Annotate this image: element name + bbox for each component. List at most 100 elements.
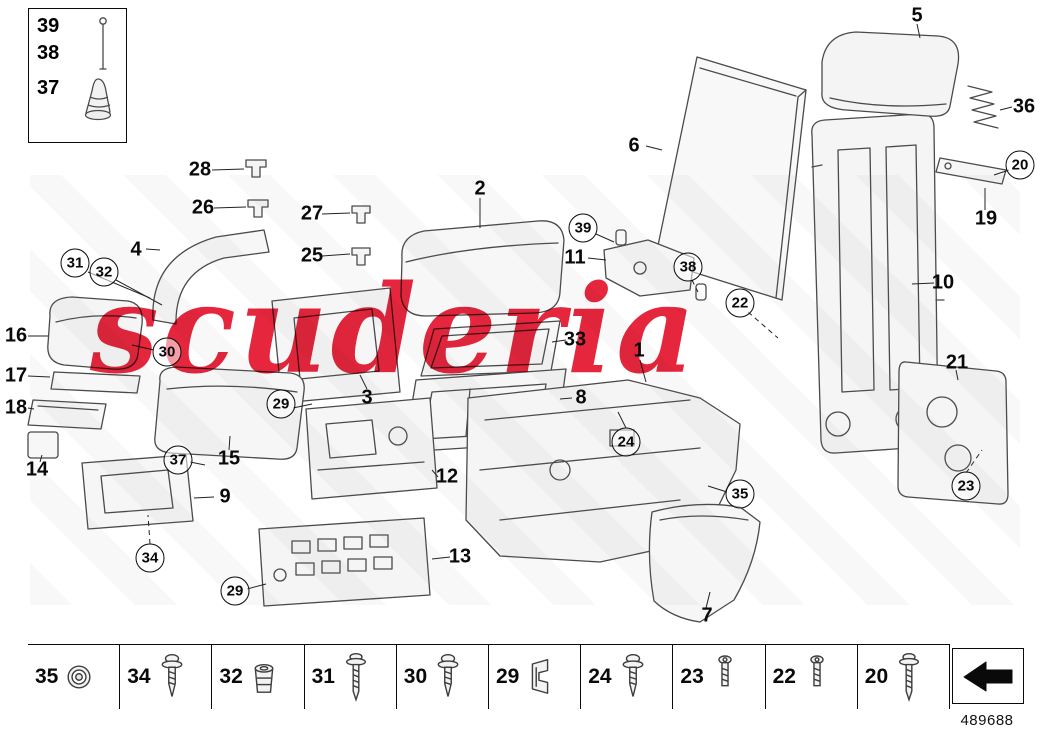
part-16-pad-drawing: [47, 296, 143, 370]
callout-8: 8: [575, 386, 587, 409]
fastener-label: 35: [35, 665, 59, 688]
callout-33: 33: [563, 328, 587, 351]
fastener-cell-24: 24: [581, 645, 674, 709]
callout-36: 36: [1012, 95, 1036, 118]
callout-5: 5: [911, 4, 923, 27]
fastener-cell-20: 20: [857, 645, 950, 709]
circled-callout-29: 29: [266, 389, 296, 419]
fastener-label: 29: [495, 665, 520, 688]
fastener-cell-29: 29: [488, 645, 582, 709]
circled-callout-32: 32: [89, 257, 119, 287]
callout-3: 3: [361, 386, 373, 409]
part-13-switch-panel-drawing: [258, 517, 431, 607]
circled-callout-24: 24: [611, 427, 641, 457]
fastener-label: 34: [127, 665, 151, 688]
callout-9: 9: [219, 485, 231, 508]
legend-box: 39 38 37: [28, 8, 127, 143]
part-36-spring-drawing: [967, 85, 999, 129]
fastener-cell-31: 31: [304, 645, 397, 709]
callout-27: 27: [300, 202, 324, 225]
prev-page-arrow-icon: [952, 648, 1024, 704]
fastener-label: 32: [219, 665, 243, 688]
fastener-label: 30: [403, 665, 428, 688]
washer-screw-icon: [343, 651, 369, 703]
part-17-trim-strip-drawing: [50, 371, 141, 394]
circled-callout-23: 23: [951, 471, 981, 501]
watermark-text: scuderia: [90, 257, 699, 401]
part-2-armrest-lid-drawing: [400, 220, 565, 317]
legend-parts-drawing: [84, 17, 112, 121]
callout-21: 21: [945, 351, 969, 374]
torx-screw-icon: [620, 651, 646, 703]
callout-12: 12: [435, 465, 459, 488]
part-21-bracket-plate-drawing: [897, 361, 1009, 505]
tapping-screw-icon: [159, 651, 185, 703]
callout-18: 18: [4, 396, 28, 419]
part-3-frame-drawing: [271, 287, 401, 404]
callout-10: 10: [931, 271, 955, 294]
fastener-label: 22: [772, 665, 796, 688]
circled-callout-38: 38: [673, 252, 703, 282]
part-4-arch-trim-drawing: [152, 229, 270, 325]
circled-callout-30: 30: [152, 337, 182, 367]
part-7-side-trim-drawing: [648, 503, 761, 623]
callout-1: 1: [633, 339, 645, 362]
callout-4: 4: [130, 238, 142, 261]
part-6-rear-panel-drawing: [654, 56, 807, 301]
callout-13: 13: [448, 545, 472, 568]
circled-callout-29: 29: [220, 576, 250, 606]
small-fittings-drawing: [245, 159, 371, 266]
fastener-cell-22: 22: [765, 645, 858, 709]
circled-callout-37: 37: [163, 445, 193, 475]
fastener-cell-30: 30: [396, 645, 489, 709]
flange-nut-icon: [66, 651, 92, 703]
legend-item-38: 38: [37, 42, 60, 64]
legend-item-37: 37: [37, 77, 60, 99]
circled-callout-20: 20: [1005, 150, 1035, 180]
part-15-cover-drawing: [154, 366, 305, 460]
callout-11: 11: [564, 246, 586, 269]
circled-callout-34: 34: [135, 543, 165, 573]
circled-callout-35: 35: [725, 479, 755, 509]
torx-bolt-icon: [712, 651, 738, 703]
callout-25: 25: [300, 244, 324, 267]
circled-callout-39: 39: [568, 213, 598, 243]
callout-26: 26: [191, 196, 215, 219]
part-9-bracket-frame-drawing: [81, 454, 194, 530]
fillister-screw-icon: [804, 651, 830, 703]
part-5-top-cover-drawing: [821, 31, 960, 117]
part-14-clip-drawing: [27, 431, 59, 459]
locating-pin-icon: [99, 17, 107, 70]
legend-item-39: 39: [37, 15, 60, 37]
callout-28: 28: [188, 158, 212, 181]
diagram-part-number: 489688: [960, 712, 1014, 729]
part-18-trim-strip-drawing: [27, 399, 107, 430]
callout-16: 16: [4, 324, 28, 347]
fastener-cell-32: 32: [212, 645, 305, 709]
circled-callout-22: 22: [725, 288, 755, 318]
rubber-buffer-icon: [84, 78, 112, 121]
fastener-cell-34: 34: [120, 645, 213, 709]
plastic-grommet-icon: [251, 651, 277, 703]
callout-19: 19: [974, 207, 998, 230]
callout-14: 14: [25, 458, 49, 481]
callout-6: 6: [628, 134, 640, 157]
fastener-label: 20: [864, 665, 889, 688]
callout-17: 17: [4, 364, 28, 387]
callout-15: 15: [217, 447, 241, 470]
fastener-cell-23: 23: [673, 645, 766, 709]
part-11-hinge-bracket-drawing: [603, 229, 707, 301]
fastener-cell-35: 35: [28, 645, 121, 709]
circled-callout-31: 31: [60, 248, 90, 278]
torx-screw-icon: [896, 651, 922, 703]
fastener-label: 23: [680, 665, 704, 688]
callout-2: 2: [474, 177, 486, 200]
pan-head-screw-icon: [435, 651, 461, 703]
part-12-mechanism-frame-drawing: [305, 397, 438, 500]
fastener-label: 31: [311, 665, 335, 688]
fastener-label: 24: [588, 665, 612, 688]
callout-7: 7: [701, 604, 713, 627]
spring-clip-icon: [527, 651, 553, 703]
